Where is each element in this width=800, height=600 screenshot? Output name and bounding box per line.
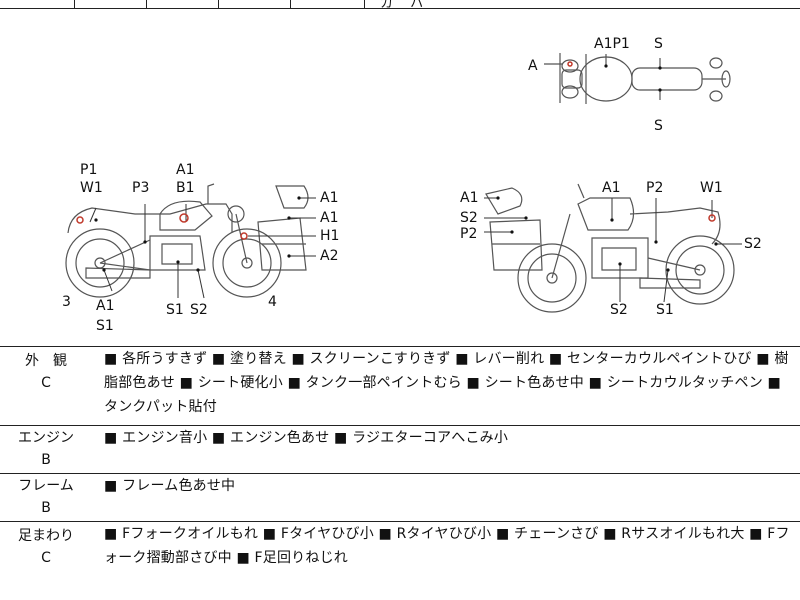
label-b1: B1: [176, 180, 195, 196]
header-fragment: カ゛ ハ゜: [380, 0, 437, 11]
row-description: ■ フレーム色あせ中: [104, 478, 236, 494]
damage-markers: [76, 61, 716, 240]
condition-row-exterior: 外 観 C ■ 各所うすきず ■ 塗り替え ■ スクリーンこすりきず ■ レバー…: [0, 346, 800, 426]
category-grade: B: [41, 452, 51, 468]
row-category: フレーム B: [8, 475, 84, 519]
category-grade: B: [41, 500, 51, 516]
label-w1: W1: [700, 180, 723, 196]
label-a1: A1: [320, 190, 338, 206]
label-s2: S2: [744, 236, 762, 252]
label-a1: A1: [460, 190, 478, 206]
category-name: フレーム: [18, 478, 74, 494]
category-grade: C: [41, 375, 51, 391]
label-s2: S2: [190, 302, 208, 318]
label-number-4: 4: [268, 294, 277, 310]
label-s1: S1: [656, 302, 674, 318]
label-s2: S2: [610, 302, 628, 318]
label-s1: S1: [166, 302, 184, 318]
header-divider: [146, 0, 147, 8]
row-category: 外 観 C: [8, 350, 84, 394]
label-p2: P2: [460, 226, 477, 242]
row-description: ■ 各所うすきず ■ 塗り替え ■ スクリーンこすりきず ■ レバー削れ ■ セ…: [104, 351, 789, 415]
row-description: ■ Fフォークオイルもれ ■ Fタイヤひび小 ■ Rタイヤひび小 ■ チェーンさ…: [104, 526, 790, 566]
label-w1: W1: [80, 180, 103, 196]
condition-row-frame: フレーム B ■ フレーム色あせ中: [0, 473, 800, 522]
label-p2: P2: [646, 180, 663, 196]
left-side-motorcycle: [65, 183, 309, 298]
damage-diagram: A A1P1 S S P1 W1 P3 A1 B1 A1 A1 H1 A2 3 …: [0, 8, 800, 347]
label-a1: A1: [96, 298, 114, 314]
header-strip: カ゛ ハ゜: [0, 0, 800, 11]
label-a1: A1: [602, 180, 620, 196]
condition-row-suspension: 足まわり C ■ Fフォークオイルもれ ■ Fタイヤひび小 ■ Rタイヤひび小 …: [0, 521, 800, 599]
label-s-top: S: [654, 36, 663, 52]
header-divider: [364, 0, 365, 8]
label-p3: P3: [132, 180, 149, 196]
label-a2: A2: [320, 248, 338, 264]
category-grade: C: [41, 550, 51, 566]
label-h1: H1: [320, 228, 339, 244]
label-a1: A1: [176, 162, 194, 178]
row-description: ■ エンジン音小 ■ エンジン色あせ ■ ラジエターコアへこみ小: [104, 430, 509, 446]
row-category: エンジン B: [8, 427, 84, 471]
top-view-motorcycle: [544, 53, 731, 104]
label-s-bottom: S: [654, 118, 663, 134]
label-a1p1: A1P1: [594, 36, 630, 52]
header-divider: [290, 0, 291, 8]
label-number-3: 3: [62, 294, 71, 310]
category-name: 外 観: [25, 353, 67, 369]
row-category: 足まわり C: [8, 525, 84, 569]
label-s1: S1: [96, 318, 114, 334]
right-side-motorcycle: [485, 183, 735, 313]
header-divider: [74, 0, 75, 8]
label-a1: A1: [320, 210, 338, 226]
header-divider: [218, 0, 219, 8]
label-p1: P1: [80, 162, 97, 178]
category-name: 足まわり: [18, 528, 74, 544]
motorcycle-diagram-svg: A A1P1 S S P1 W1 P3 A1 B1 A1 A1 H1 A2 3 …: [62, 36, 762, 334]
condition-row-engine: エンジン B ■ エンジン音小 ■ エンジン色あせ ■ ラジエターコアへこみ小: [0, 425, 800, 474]
label-s2: S2: [460, 210, 478, 226]
category-name: エンジン: [18, 430, 74, 446]
label-a: A: [528, 58, 538, 74]
